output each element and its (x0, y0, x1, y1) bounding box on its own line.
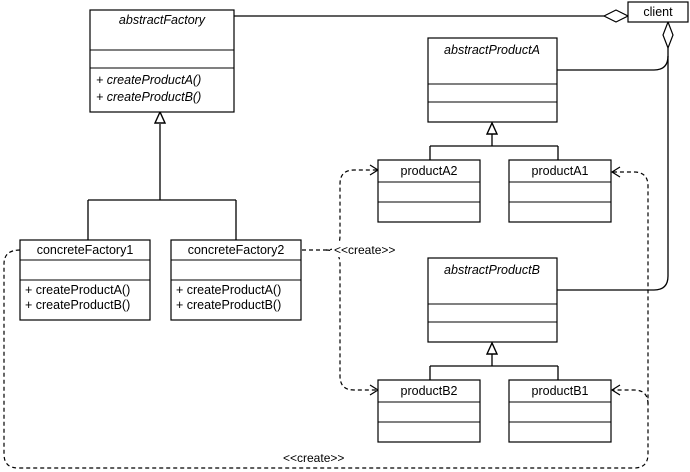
concrete-factory-1-method-2: + createProductB() (25, 298, 130, 312)
class-abstract-product-a: abstractProductA (427, 37, 558, 123)
inheritance-triangle-product-a (485, 121, 499, 135)
class-product-a1: productA1 (508, 159, 612, 223)
concrete-factory-1-name: concreteFactory1 (37, 243, 134, 257)
class-abstract-product-b: abstractProductB (427, 257, 558, 343)
arrowhead-b1 (610, 384, 621, 396)
abstract-factory-name: abstractFactory (119, 13, 206, 27)
aggregation-diamond-client-left (602, 9, 630, 23)
product-a2-name: productA2 (401, 164, 458, 178)
class-client: client (627, 1, 689, 23)
aggregation-diamond-client-bottom (662, 20, 674, 50)
association-client-products (557, 48, 669, 71)
product-b2-name: productB2 (401, 384, 458, 398)
arrowhead-a1 (610, 166, 621, 178)
abstract-factory-method-1: + createProductA() (96, 73, 201, 87)
class-product-b1: productB1 (508, 379, 612, 443)
class-abstract-factory: abstractFactory + createProductA() + cre… (89, 9, 235, 113)
class-concrete-factory-1: concreteFactory1 + createProductA() + cr… (19, 239, 151, 321)
create-dep-factory2-b2 (325, 249, 378, 391)
class-product-a2: productA2 (377, 159, 481, 223)
abstract-product-b-name: abstractProductB (444, 263, 540, 277)
product-a1-name: productA1 (532, 164, 589, 178)
create-dep-factory1-b1 (612, 389, 649, 405)
concrete-factory-2-method-1: + createProductA() (176, 283, 281, 297)
product-b1-name: productB1 (532, 384, 589, 398)
concrete-factory-2-method-2: + createProductB() (176, 298, 281, 312)
create-dep-factory2-a2 (302, 169, 378, 251)
concrete-factory-2-name: concreteFactory2 (188, 243, 285, 257)
abstract-product-a-name: abstractProductA (444, 43, 540, 57)
inheritance-factories (87, 124, 237, 240)
concrete-factory-1-method-1: + createProductA() (25, 283, 130, 297)
inheritance-triangle-factory (153, 110, 167, 124)
class-concrete-factory-2: concreteFactory2 + createProductA() + cr… (170, 239, 302, 321)
create-label-bottom: <<create>> (283, 451, 344, 465)
create-dep-factory1-loop (3, 171, 649, 469)
inheritance-product-b (429, 354, 559, 380)
create-label-top-bg (332, 243, 406, 257)
association-client-product-b (557, 56, 669, 291)
client-name: client (643, 5, 673, 19)
inheritance-product-a (429, 134, 559, 160)
inheritance-triangle-product-b (485, 341, 499, 355)
class-product-b2: productB2 (377, 379, 481, 443)
abstract-factory-method-2: + createProductB() (96, 90, 201, 104)
create-label-top: <<create>> (334, 243, 395, 257)
